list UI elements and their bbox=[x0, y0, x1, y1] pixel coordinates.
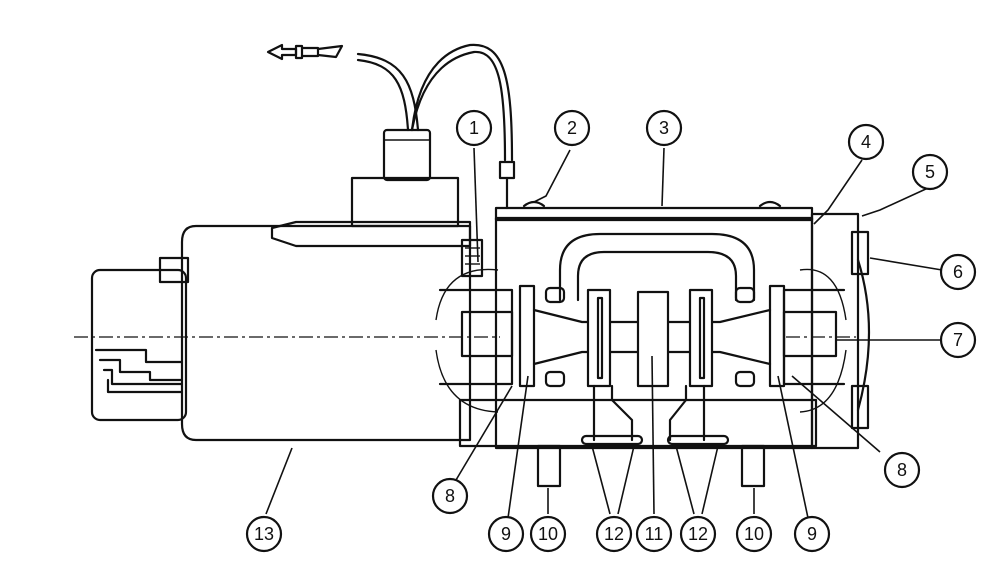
callout-12-left: 12 bbox=[595, 515, 633, 553]
svg-text:6: 6 bbox=[953, 262, 963, 282]
callout-10-left: 10 bbox=[529, 515, 567, 553]
svg-text:2: 2 bbox=[567, 118, 577, 138]
callout-12-right: 12 bbox=[679, 515, 717, 553]
svg-text:5: 5 bbox=[925, 162, 935, 182]
callout-7: 7 bbox=[939, 321, 977, 359]
callout-8-left: 8 bbox=[431, 477, 469, 515]
svg-text:11: 11 bbox=[645, 524, 664, 544]
spool-assembly bbox=[435, 268, 856, 446]
mounting-studs bbox=[536, 444, 766, 488]
callout-11: 11 bbox=[635, 515, 673, 553]
connector-plug-icon bbox=[266, 43, 344, 61]
svg-text:10: 10 bbox=[744, 524, 764, 544]
callout-5: 5 bbox=[911, 153, 949, 191]
svg-text:3: 3 bbox=[659, 118, 669, 138]
svg-text:4: 4 bbox=[861, 132, 871, 152]
svg-text:1: 1 bbox=[469, 118, 479, 138]
callout-4: 4 bbox=[847, 123, 885, 161]
svg-text:7: 7 bbox=[953, 330, 963, 350]
callout-1: 1 bbox=[455, 109, 493, 147]
svg-text:12: 12 bbox=[688, 524, 708, 544]
svg-text:10: 10 bbox=[538, 524, 558, 544]
callout-10-right: 10 bbox=[735, 515, 773, 553]
callout-6: 6 bbox=[939, 253, 977, 291]
leader-lines bbox=[265, 147, 943, 519]
svg-text:8: 8 bbox=[445, 486, 455, 506]
callouts: 1 2 3 4 5 6 7 8 8 9 9 10 10 11 12 12 13 bbox=[245, 109, 977, 553]
svg-text:12: 12 bbox=[604, 524, 624, 544]
callout-2: 2 bbox=[553, 109, 591, 147]
valve-body bbox=[458, 160, 871, 450]
callout-8-right: 8 bbox=[883, 451, 921, 489]
solenoid-actuator bbox=[74, 128, 500, 442]
callout-13: 13 bbox=[245, 515, 283, 553]
svg-text:9: 9 bbox=[501, 524, 511, 544]
svg-text:8: 8 bbox=[897, 460, 907, 480]
callout-3: 3 bbox=[645, 109, 683, 147]
signal-wires bbox=[356, 43, 514, 162]
callout-9-right: 9 bbox=[793, 515, 831, 553]
svg-text:9: 9 bbox=[807, 524, 817, 544]
svg-text:13: 13 bbox=[254, 524, 274, 544]
callout-9-left: 9 bbox=[487, 515, 525, 553]
